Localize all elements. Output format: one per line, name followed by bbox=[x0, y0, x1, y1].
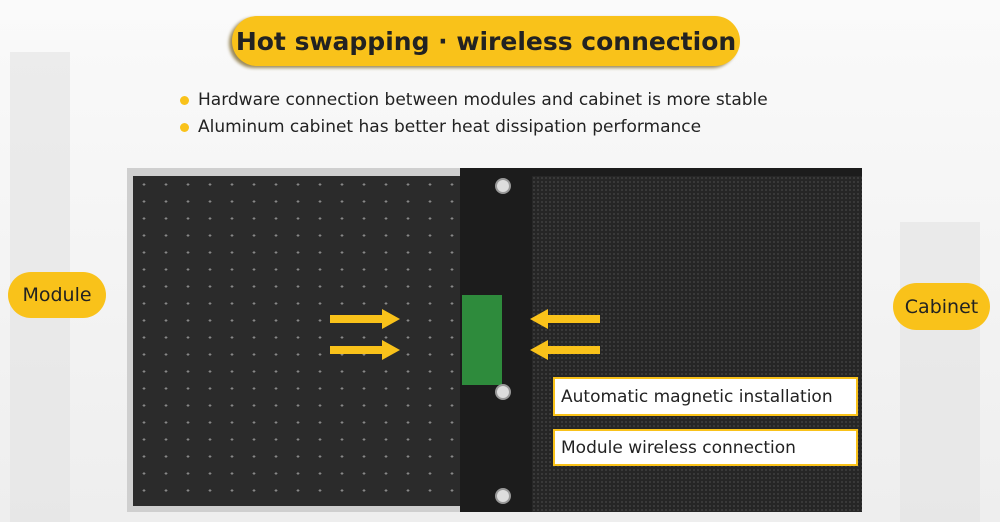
bullet-dot-icon bbox=[180, 95, 189, 105]
page-title: Hot swapping · wireless connection bbox=[232, 16, 740, 66]
module-label: Module bbox=[8, 272, 106, 318]
module-pcb bbox=[133, 176, 460, 506]
callout-magnetic-installation: Automatic magnetic installation bbox=[553, 377, 858, 416]
arrow-right-icon bbox=[330, 340, 400, 360]
bullet-dot-icon bbox=[180, 122, 189, 132]
callout-wireless-connection: Module wireless connection bbox=[553, 429, 858, 466]
arrow-left-icon bbox=[530, 309, 600, 329]
background-skyline bbox=[900, 222, 980, 522]
bullet-text: Hardware connection between modules and … bbox=[198, 90, 768, 110]
bullet-item: Hardware connection between modules and … bbox=[180, 90, 768, 110]
magnet-icon bbox=[495, 178, 511, 194]
arrow-left-icon bbox=[530, 340, 600, 360]
bullet-item: Aluminum cabinet has better heat dissipa… bbox=[180, 117, 701, 137]
connector-board bbox=[462, 295, 502, 385]
bullet-text: Aluminum cabinet has better heat dissipa… bbox=[198, 117, 702, 137]
magnet-icon bbox=[495, 488, 511, 504]
magnet-icon bbox=[495, 384, 511, 400]
cabinet-label: Cabinet bbox=[893, 283, 990, 330]
arrow-right-icon bbox=[330, 309, 400, 329]
